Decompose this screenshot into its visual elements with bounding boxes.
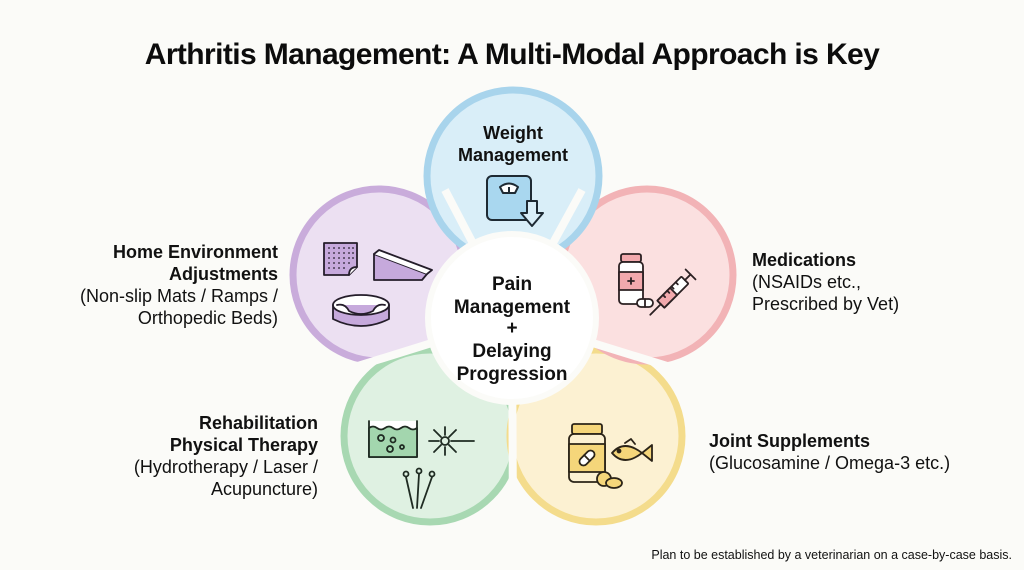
label-rehabilitation: Rehabilitation Physical Therapy (Hydroth… <box>68 412 318 500</box>
mat-dots <box>328 247 354 269</box>
weight-heading-line-1: Weight <box>483 123 543 143</box>
center-line-1: Pain <box>492 274 532 295</box>
weight-heading-line-2: Management <box>458 145 568 165</box>
footnote: Plan to be established by a veterinarian… <box>651 548 1012 562</box>
home-subtitle-line-1: (Non-slip Mats / Ramps / <box>79 286 278 306</box>
joint-subtitle: (Glucosamine / Omega-3 etc.) <box>709 453 951 473</box>
label-medications: Medications (NSAIDs etc., Prescribed by … <box>752 249 972 315</box>
scale-down-arrow-icon <box>486 175 544 227</box>
hydrotherapy-laser-acupuncture-icon <box>368 420 475 509</box>
meds-subtitle-line-2: Prescribed by Vet) <box>752 294 900 314</box>
rehab-subtitle-line-2: Acupuncture) <box>210 479 318 499</box>
supplement-bottle-fish-icon <box>568 423 653 489</box>
weight-heading: Weight Management <box>458 123 568 165</box>
label-home-environment: Home Environment Adjustments (Non-slip M… <box>28 241 278 329</box>
pill-bottle-syringe-icon <box>618 253 697 316</box>
rehab-subtitle-line-1: (Hydrotherapy / Laser / <box>133 457 318 477</box>
diagram-title: Arthritis Management: A Multi-Modal Appr… <box>144 38 880 71</box>
home-heading-line-1: Home Environment <box>112 242 278 262</box>
meds-heading: Medications <box>752 250 857 270</box>
joint-heading: Joint Supplements <box>709 431 871 451</box>
meds-subtitle-line-1: (NSAIDs etc., <box>752 272 862 292</box>
orthopedic-bed <box>332 294 390 327</box>
rehab-heading-line-1: Rehabilitation <box>198 413 318 433</box>
laser-burst <box>428 426 475 456</box>
home-heading-line-2: Adjustments <box>168 264 278 284</box>
home-subtitle-line-2: Orthopedic Beds) <box>137 308 278 328</box>
center-line-2: Management <box>454 297 571 318</box>
mat-ramp-bed-icon <box>323 242 433 327</box>
acupuncture-needles <box>402 467 436 509</box>
rehab-heading-line-2: Physical Therapy <box>169 435 318 455</box>
center-line-4: Delaying <box>472 341 551 362</box>
label-joint-supplements: Joint Supplements (Glucosamine / Omega-3… <box>709 430 1009 474</box>
center-line-3: + <box>506 318 517 339</box>
center-text: Pain Management + Delaying Progression <box>454 274 571 385</box>
center-line-5: Progression <box>457 364 568 385</box>
center-circle <box>425 231 599 405</box>
